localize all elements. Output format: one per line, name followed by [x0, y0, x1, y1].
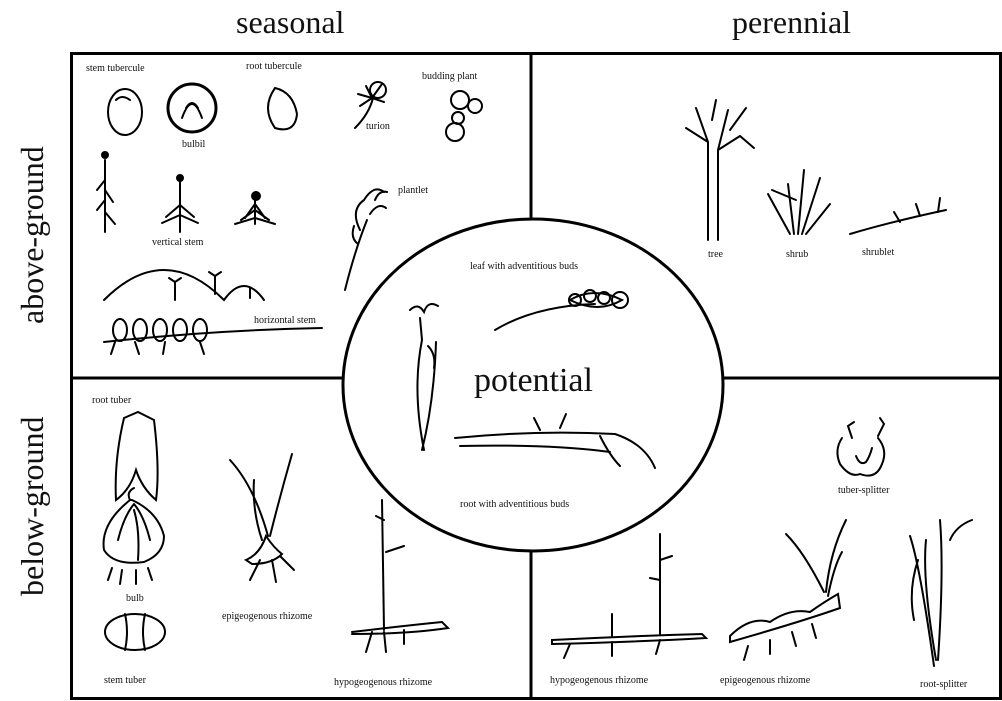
stem-tuber-icon: [105, 614, 165, 650]
epigeogenous-rhizome-perennial-icon: [730, 520, 846, 660]
label-turion: turion: [366, 122, 390, 132]
row-header-below-ground: below-ground: [16, 436, 48, 596]
label-budding-plant: budding plant: [422, 72, 477, 82]
label-hypogeogenous-rhizome: hypogeogenous rhizome: [334, 678, 432, 688]
label-vertical-stem: vertical stem: [152, 238, 203, 248]
label-bulb: bulb: [126, 594, 144, 604]
plantlet-icon: [345, 189, 387, 290]
label-epigeogenous-rhizome-perennial: epigeogenous rhizome: [720, 676, 810, 686]
label-stem-tubercule: stem tubercule: [86, 64, 145, 74]
hypogeogenous-rhizome-perennial-icon: [552, 534, 706, 658]
label-shrublet: shrublet: [862, 248, 894, 258]
label-hypogeogenous-rhizome-perennial: hypogeogenous rhizome: [550, 676, 648, 686]
label-stem-tuber: stem tuber: [104, 676, 146, 686]
label-tree: tree: [708, 250, 723, 260]
label-horizontal-stem: horizontal stem: [254, 316, 316, 326]
budding-plant-icon: [446, 91, 482, 141]
stem-tubercule-icon: [108, 89, 142, 135]
potential-title: potential: [474, 364, 593, 398]
label-shrub: shrub: [786, 250, 808, 260]
tree-icon: [686, 100, 754, 240]
shrublet-icon: [850, 198, 946, 234]
column-header-seasonal: seasonal: [236, 6, 344, 38]
column-header-perennial: perennial: [732, 6, 851, 38]
label-plantlet: plantlet: [398, 186, 428, 196]
tuber-splitter-icon: [837, 418, 884, 476]
label-root-tubercule: root tubercule: [246, 62, 302, 72]
label-root-adventitious-buds: root with adventitious buds: [460, 500, 569, 510]
bulb-icon: [104, 488, 164, 584]
horizontal-stem-icon: [104, 270, 322, 354]
root-splitter-icon: [910, 520, 972, 666]
row-header-above-ground: above-ground: [16, 164, 48, 324]
label-root-splitter: root-splitter: [920, 680, 967, 690]
label-bulbil: bulbil: [182, 140, 205, 150]
label-tuber-splitter: tuber-splitter: [838, 486, 889, 496]
label-root-tuber: root tuber: [92, 396, 131, 406]
vertical-stem-icon: [97, 152, 275, 232]
label-epigeogenous-rhizome: epigeogenous rhizome: [222, 612, 312, 622]
label-leaf-adventitious-buds: leaf with adventitious buds: [470, 262, 578, 272]
root-tuber-icon: [116, 412, 158, 500]
epigeogenous-rhizome-icon: [230, 454, 294, 582]
root-tubercule-icon: [268, 88, 297, 129]
shrub-icon: [768, 170, 830, 234]
bulbil-icon: [168, 84, 216, 132]
